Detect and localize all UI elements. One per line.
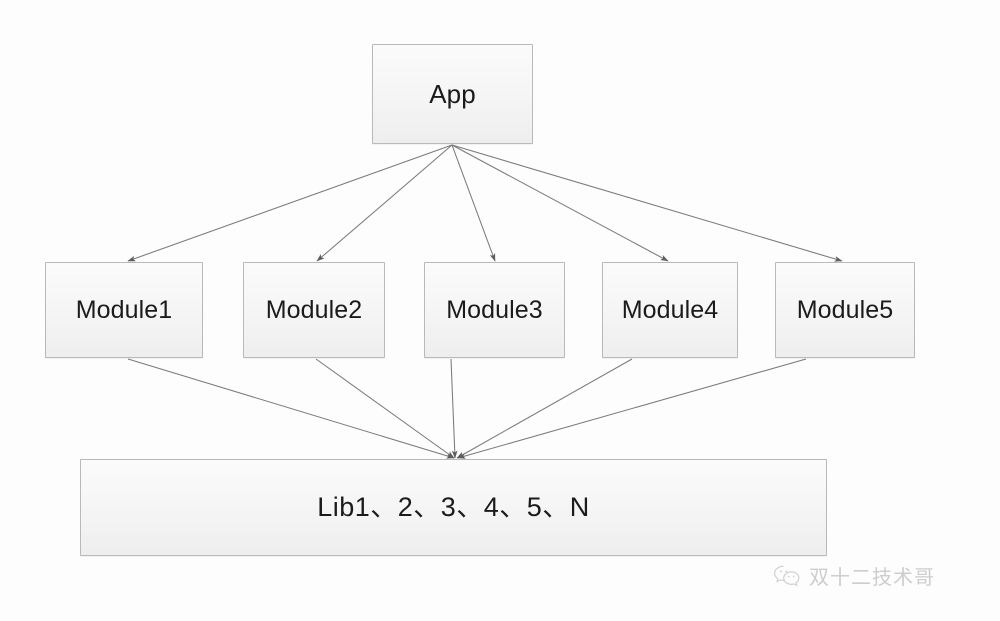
edge-app-to-module-1 [127,144,453,262]
edge-app-to-module-4 [451,144,669,262]
node-module-4[interactable]: Module4 [602,262,738,358]
edge-module-4-to-lib [456,358,633,459]
node-lib-label: Lib1、2、3、4、5、N [317,492,590,522]
wechat-icon [772,564,802,588]
watermark: 双十二技术哥 [772,561,935,590]
node-module-3[interactable]: Module3 [424,262,565,358]
edge-app-to-module-2 [316,144,453,262]
edge-module-5-to-lib [457,358,807,459]
edge-module-1-to-lib [127,358,455,459]
node-module-1-label: Module1 [75,295,173,324]
edge-module-3-to-lib [450,358,458,459]
watermark-text: 双十二技术哥 [809,565,935,589]
node-module-4-label: Module4 [621,295,719,324]
node-module-2[interactable]: Module2 [243,262,385,358]
node-lib[interactable]: Lib1、2、3、4、5、N [80,459,827,556]
edge-app-to-module-5 [451,144,843,262]
node-module-3-label: Module3 [446,295,543,324]
edge-module-2-to-lib [315,358,455,459]
node-module-5[interactable]: Module5 [775,262,915,358]
edge-app-to-module-3 [451,144,496,262]
node-module-1[interactable]: Module1 [45,262,203,358]
node-app-label: App [429,79,476,109]
node-app[interactable]: App [372,44,533,144]
node-module-5-label: Module5 [796,295,894,324]
node-module-2-label: Module2 [265,295,363,324]
